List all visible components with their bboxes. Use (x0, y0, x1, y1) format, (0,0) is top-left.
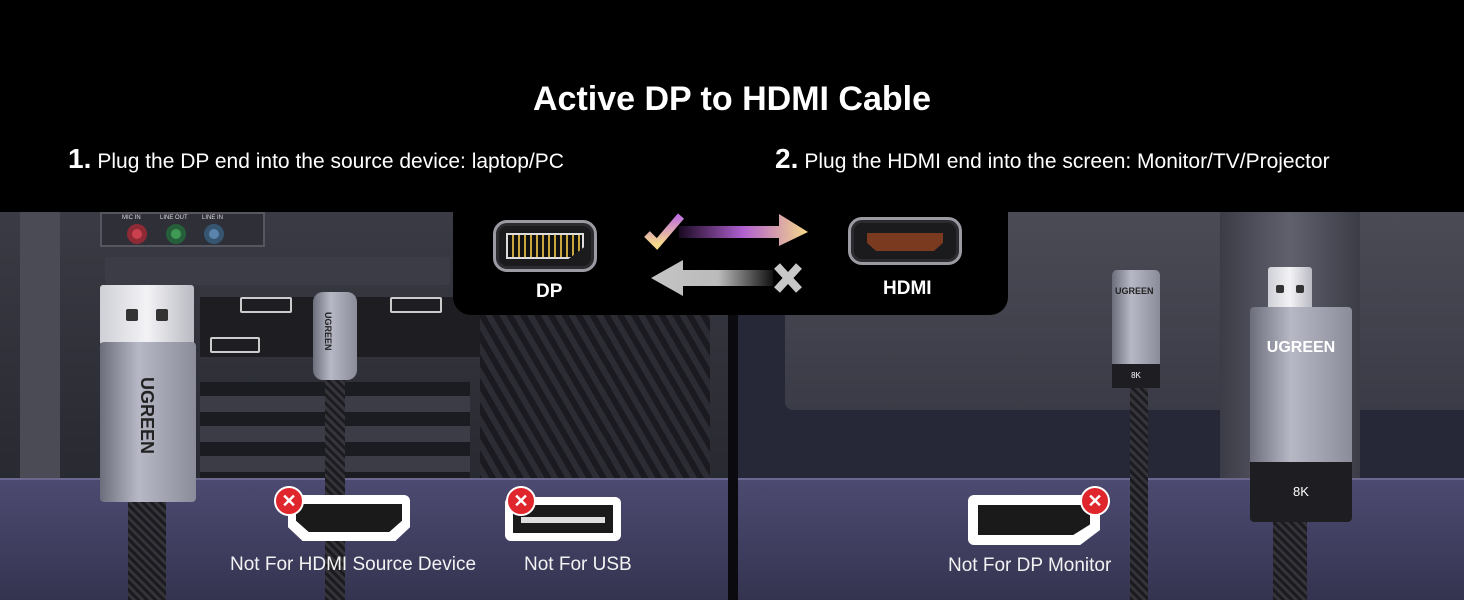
step-number: 1. (68, 143, 92, 174)
warning-label: Not For HDMI Source Device (230, 554, 477, 575)
x-badge-icon: ✕ (274, 486, 304, 516)
dp-port (240, 297, 292, 313)
step-text: Plug the DP end into the source device: … (97, 150, 564, 173)
dp-plug-small: UGREEN (313, 292, 357, 380)
audio-panel: MIC IN LINE OUT LINE IN (100, 212, 265, 247)
dp-label: DP (536, 281, 563, 302)
step-text: Plug the HDMI end into the screen: Monit… (804, 150, 1330, 173)
divider (728, 212, 738, 600)
dp-port (390, 297, 442, 313)
backward-arrow (651, 260, 773, 296)
dp-connector-icon (493, 220, 597, 272)
audio-label: LINE OUT (160, 215, 188, 221)
x-badge-icon: ✕ (1080, 486, 1110, 516)
step-1: 1.Plug the DP end into the source device… (68, 143, 564, 175)
x-badge-icon: ✕ (506, 486, 536, 516)
check-icon (644, 213, 685, 250)
direction-arrows (644, 213, 808, 296)
hdmi-plug-tip (1268, 267, 1312, 312)
dp-plug: UGREEN 8K (1112, 270, 1160, 388)
hdmi-label: HDMI (883, 278, 932, 299)
plug-hole (156, 309, 168, 321)
line-out-jack (166, 224, 186, 244)
warning-label: Not For DP Monitor (948, 555, 1112, 576)
resolution-label: 8K (1250, 462, 1352, 522)
hdmi-port-icon (288, 495, 410, 541)
x-icon (774, 263, 802, 293)
brand-logo: UGREEN (1266, 339, 1336, 356)
cable (128, 502, 166, 600)
plug-hole (1296, 285, 1304, 293)
hdmi-port (210, 337, 260, 353)
step-number: 2. (775, 143, 799, 174)
warning-label: Not For USB (524, 554, 632, 575)
dp-plug-body: UGREEN (100, 342, 196, 502)
dp-plug-tip (100, 285, 194, 345)
brand-logo: UGREEN (323, 312, 333, 351)
mic-jack (127, 224, 147, 244)
expansion-slot (105, 257, 450, 285)
forward-arrow (679, 214, 808, 246)
resolution-label: 8K (1112, 364, 1160, 388)
page-title: Active DP to HDMI Cable (532, 80, 931, 118)
direction-diagram: DP HDMI (453, 205, 1008, 315)
monitor-photo: UGREEN 8K UGREEN 8K ✕ Not For DP Monitor (738, 212, 1464, 600)
cable (1273, 522, 1307, 600)
plug-hole (126, 309, 138, 321)
brand-logo: UGREEN (1115, 286, 1154, 296)
audio-label: LINE IN (202, 215, 224, 221)
cable (1130, 382, 1148, 600)
hdmi-plug-body: UGREEN 8K (1250, 307, 1352, 522)
dp-port-icon (968, 495, 1100, 545)
line-in-jack (204, 224, 224, 244)
step-2: 2.Plug the HDMI end into the screen: Mon… (775, 143, 1330, 175)
brand-logo: UGREEN (137, 377, 157, 455)
plug-hole (1276, 285, 1284, 293)
audio-label: MIC IN (122, 215, 141, 221)
hdmi-connector-icon (848, 217, 962, 265)
cable (325, 372, 345, 600)
